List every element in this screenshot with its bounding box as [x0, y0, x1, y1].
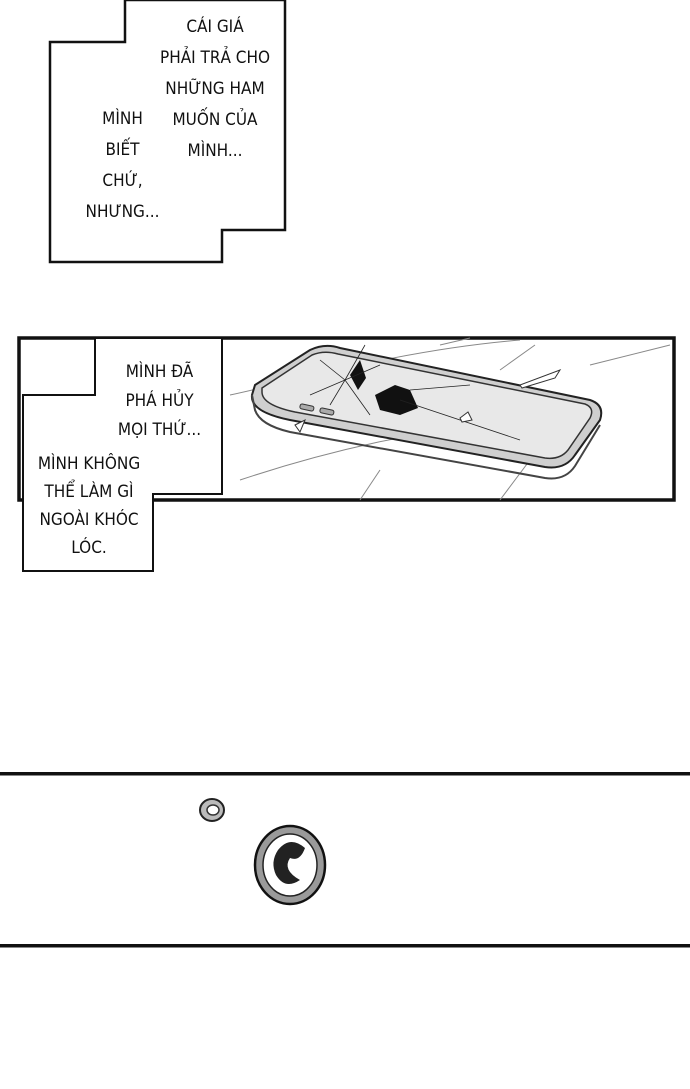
- tear-drop-icon: [199, 798, 225, 822]
- caption-left-text: MÌNH BIẾT CHỨ, NHƯNG...: [85, 109, 160, 222]
- caption-box-1: [48, 0, 287, 264]
- panel-3-top-border: [0, 772, 690, 776]
- cracked-phone-icon: [250, 344, 603, 480]
- caption-bottom-text: MÌNH KHÔNG THỂ LÀM GÌ NGOÀI KHÓC LÓC.: [37, 454, 141, 558]
- panel-3-bottom-border: [0, 944, 690, 948]
- caption-right-text: CÁI GIÁ PHẢI TRẢ CHO NHỮNG HAM MUỐN CỦA …: [159, 17, 271, 161]
- caption-box-2: [22, 337, 223, 572]
- tear-drop-large-icon: [253, 824, 327, 906]
- caption-top-text: MÌNH ĐÃ PHÁ HỦY MỌI THỨ...: [117, 362, 202, 440]
